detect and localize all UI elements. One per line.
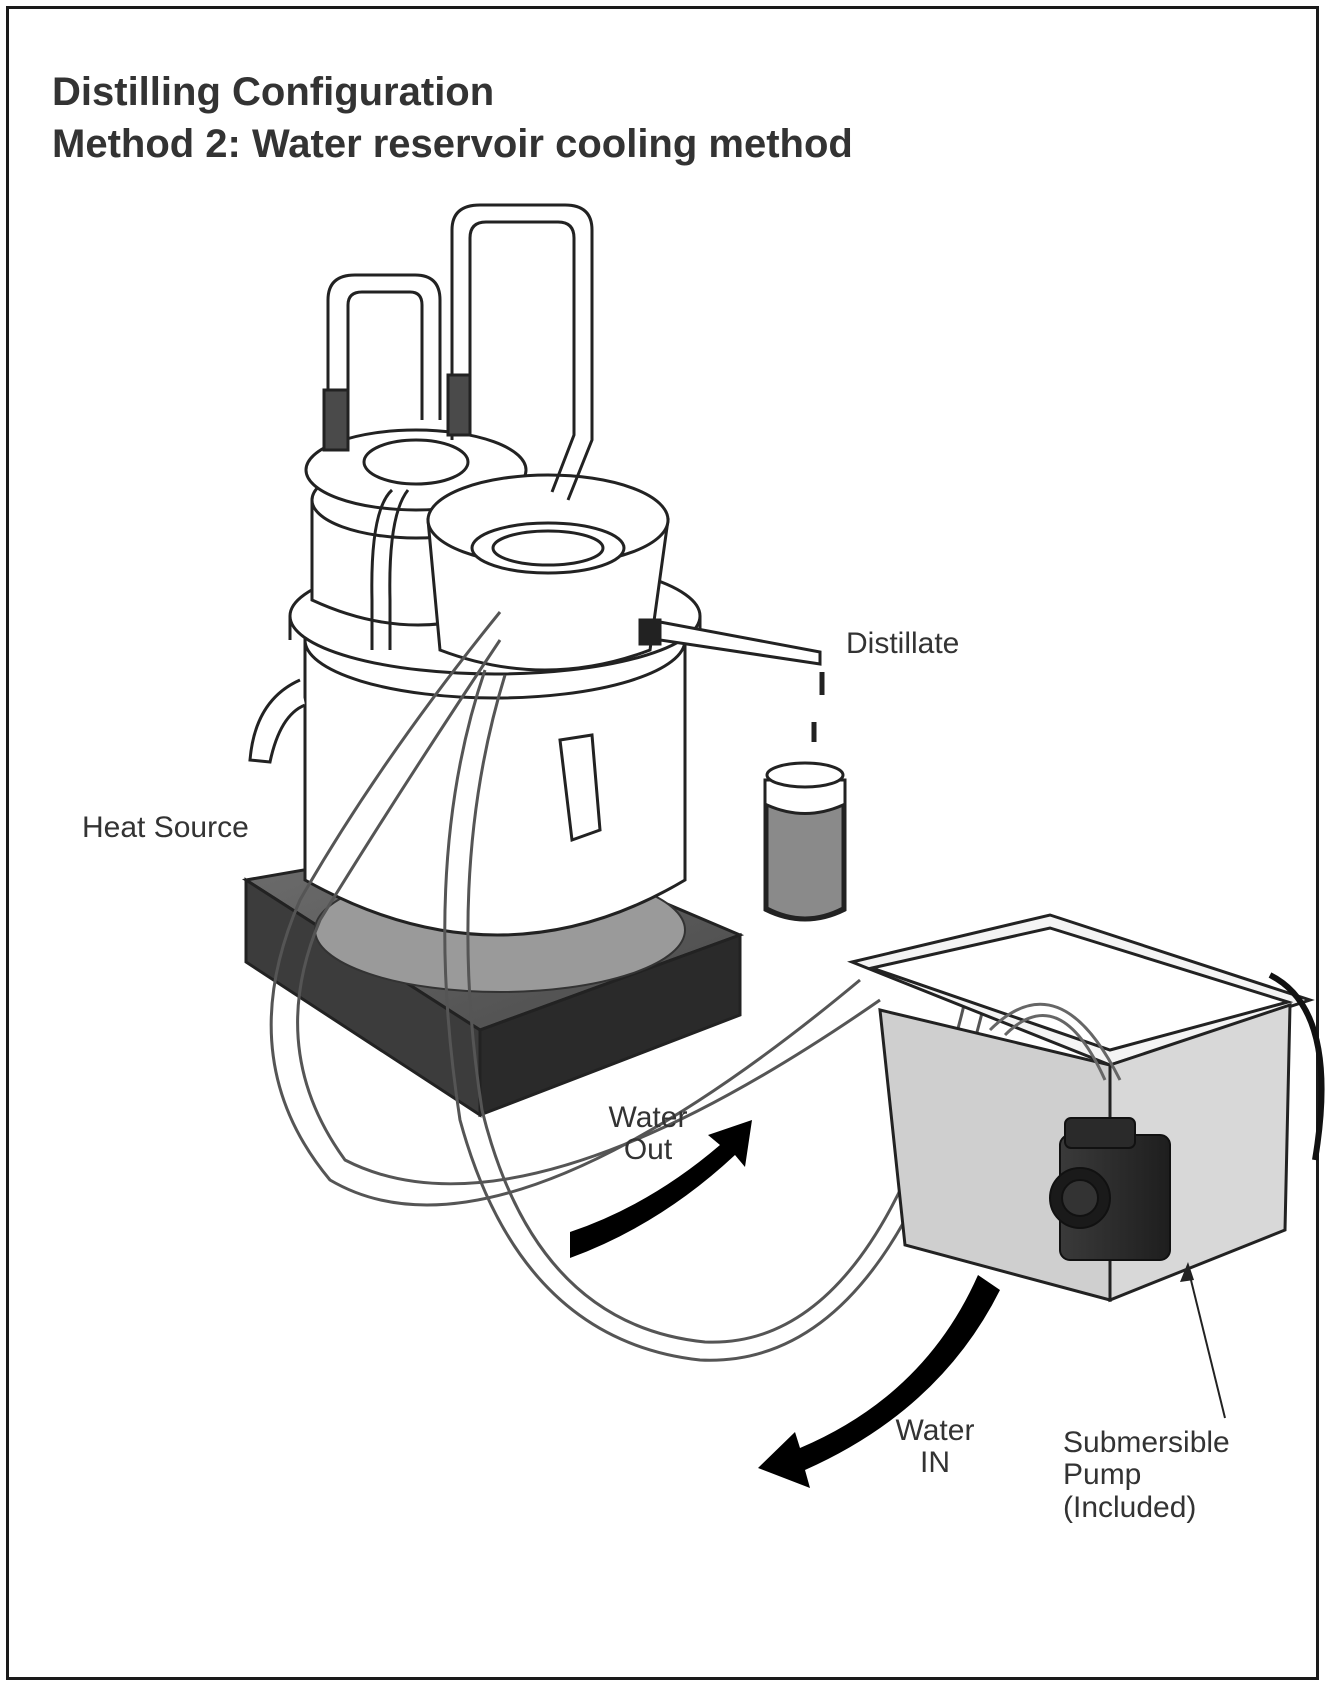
- water-in-arrow: [758, 1275, 1000, 1488]
- water-out-label-line1: Water: [608, 1101, 688, 1134]
- pump-pointer-line: [1187, 1267, 1226, 1419]
- heat-source-label: Heat Source: [82, 811, 249, 844]
- pump-label: Submersible Pump (Included): [1063, 1426, 1230, 1524]
- pump-label-line1: Submersible: [1063, 1426, 1230, 1459]
- water-hoses: [269, 611, 992, 1362]
- water-in-label: Water IN: [880, 1414, 990, 1480]
- water-out-label-line2: Out: [623, 1133, 673, 1167]
- diagram-title: Distilling Configuration: [52, 70, 495, 114]
- pump-label-line2: Pump: [1063, 1458, 1142, 1492]
- distillate-label: Distillate: [846, 627, 960, 660]
- water-in-label-line2: IN: [920, 1446, 950, 1480]
- water-reservoir: [847, 913, 1325, 1303]
- distillate-outlet: [638, 618, 825, 742]
- water-out-label: Water Out: [593, 1101, 703, 1167]
- submersible-pump: [1049, 1117, 1171, 1261]
- water-in-label-line1: Water: [895, 1414, 975, 1447]
- water-out-arrow: [570, 1120, 752, 1258]
- cooling-tubes: [322, 203, 594, 650]
- distillate-jar: [763, 761, 847, 922]
- pump-label-line3: (Included): [1063, 1490, 1197, 1524]
- boiler-pot: [248, 428, 702, 937]
- pump-pointer-head: [1180, 1262, 1194, 1282]
- diagram-subtitle: Method 2: Water reservoir cooling method: [52, 122, 853, 166]
